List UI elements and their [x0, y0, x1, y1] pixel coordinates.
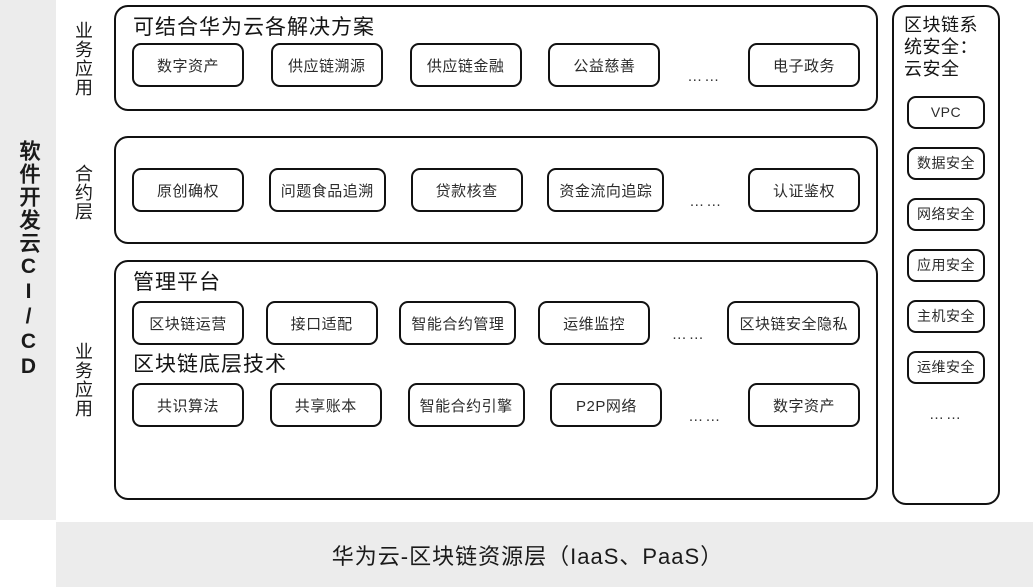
panel-management-platform: 管理平台 区块链运营 接口适配 智能合约管理 运维监控 …… 区块链安全隐私 区… [114, 260, 878, 500]
chip-item[interactable]: P2P网络 [550, 383, 663, 428]
chip-item[interactable]: 接口适配 [265, 301, 378, 346]
chip-item[interactable]: 数字资产 [748, 383, 860, 428]
chip-item[interactable]: 共享账本 [269, 383, 382, 428]
layer-label-contract-layer: 合约层 [56, 138, 110, 246]
ellipsis-indicator: …… [671, 326, 706, 344]
security-chip-network-security[interactable]: 网络安全 [907, 197, 985, 231]
chip-item[interactable]: 资金流向追踪 [547, 168, 665, 212]
chip-item[interactable]: 问题食品追溯 [268, 168, 386, 212]
chip-row: 数字资产 供应链溯源 供应链金融 公益慈善 …… 电子政务 [116, 43, 876, 88]
security-column-title: 区块链系 统安全： 云安全 [904, 15, 978, 79]
panel-stack: 可结合华为云各解决方案 数字资产 供应链溯源 供应链金融 公益慈善 …… 电子政… [114, 5, 878, 500]
security-chip-host-security[interactable]: 主机安全 [907, 299, 985, 333]
layer-label-text: 业务应用 [73, 21, 93, 97]
chip-item[interactable]: 供应链溯源 [270, 43, 383, 88]
chip-item[interactable]: 供应链金融 [409, 43, 522, 88]
chip-item[interactable]: 电子政务 [747, 43, 860, 88]
panel-contract-layer: 原创确权 问题食品追溯 贷款核查 资金流向追踪 …… 认证鉴权 [114, 136, 878, 244]
bottom-resource-bar: 华为云-区块链资源层（IaaS、PaaS） [56, 522, 1033, 587]
left-band-label: 软件开发云CI/CD [17, 140, 40, 380]
security-chip-data-security[interactable]: 数据安全 [907, 146, 985, 180]
chip-row: 区块链运营 接口适配 智能合约管理 运维监控 …… 区块链安全隐私 [116, 301, 876, 346]
ellipsis-indicator: …… [688, 408, 723, 426]
layer-label-text: 业务应用 [73, 342, 93, 418]
chip-item[interactable]: 认证鉴权 [748, 168, 861, 212]
panel-solutions: 可结合华为云各解决方案 数字资产 供应链溯源 供应链金融 公益慈善 …… 电子政… [114, 5, 878, 111]
security-chip-ops-security[interactable]: 运维安全 [907, 350, 985, 384]
panel-title-management-platform: 管理平台 [133, 271, 221, 294]
panel-subtitle-blockchain-core-tech: 区块链底层技术 [133, 353, 287, 377]
panel-title-solutions: 可结合华为云各解决方案 [133, 16, 375, 39]
layer-label-column: 业务应用 合约层 业务应用 [56, 0, 110, 520]
ellipsis-indicator: …… [689, 193, 724, 210]
chip-row: 共识算法 共享账本 智能合约引擎 P2P网络 …… 数字资产 [116, 383, 876, 428]
security-chip-vpc[interactable]: VPC [907, 95, 985, 129]
ellipsis-indicator: …… [687, 68, 722, 86]
chip-item[interactable]: 运维监控 [538, 301, 651, 346]
chip-item[interactable]: 共识算法 [132, 383, 244, 428]
chip-item[interactable]: 智能合约引擎 [407, 383, 525, 428]
chip-item[interactable]: 数字资产 [132, 43, 244, 88]
chip-item[interactable]: 原创确权 [132, 168, 244, 212]
layer-label-text: 合约层 [73, 163, 93, 221]
chip-item[interactable]: 区块链安全隐私 [727, 301, 860, 346]
chip-item[interactable]: 区块链运营 [132, 301, 244, 346]
chip-item[interactable]: 公益慈善 [548, 43, 661, 88]
chip-item[interactable]: 智能合约管理 [399, 301, 517, 346]
left-vertical-band: 软件开发云CI/CD [0, 0, 56, 520]
layer-label-business-application-bottom: 业务应用 [56, 300, 110, 460]
security-chip-application-security[interactable]: 应用安全 [907, 248, 985, 282]
ellipsis-indicator: …… [929, 405, 963, 423]
bottom-resource-bar-label: 华为云-区块链资源层（IaaS、PaaS） [331, 543, 724, 569]
security-column: 区块链系 统安全： 云安全 VPC 数据安全 网络安全 应用安全 主机安全 运维… [892, 5, 1000, 505]
chip-row: 原创确权 问题食品追溯 贷款核查 资金流向追踪 …… 认证鉴权 [116, 168, 876, 212]
chip-item[interactable]: 贷款核查 [410, 168, 523, 212]
layer-label-business-application-top: 业务应用 [56, 6, 110, 112]
